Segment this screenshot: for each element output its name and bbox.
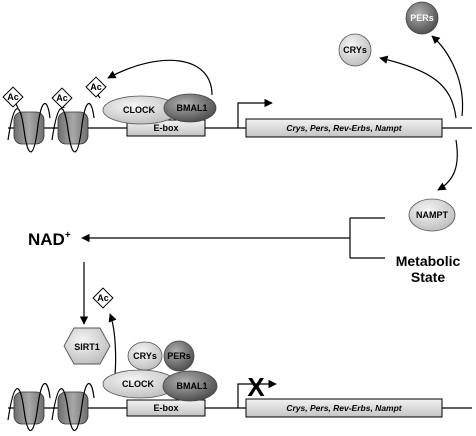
gene-box-top — [245, 118, 443, 138]
acetyl-tag-1: Ac — [2, 86, 24, 109]
block-x-mark: X — [247, 372, 265, 402]
bmal1-protein-top — [163, 93, 217, 123]
acetyl-label: Ac — [7, 92, 19, 102]
acetyl-tag-2: Ac — [51, 87, 73, 109]
metabolic-state-line1: Metabolic — [396, 253, 461, 269]
clock-label-bottom: CLOCK — [122, 379, 154, 389]
crys-protein-top — [338, 33, 372, 67]
acetyl-label: Ac — [90, 82, 102, 92]
arrow-to-nampt — [437, 139, 458, 191]
pers-protein-top — [405, 1, 439, 35]
ebox-bottom — [126, 399, 206, 417]
bottom-panel: Ac SIRT1 E-box CRYs PERs CLOCK BMAL1 X C… — [7, 287, 472, 432]
acetyl-tag-3: Ac — [85, 76, 107, 99]
clock-label-top: CLOCK — [123, 105, 155, 115]
nampt-label: NAMPT — [416, 210, 448, 220]
nucleosome-4 — [51, 382, 95, 432]
pers-protein-bottom — [163, 340, 195, 372]
ebox-label-top: E-box — [153, 123, 178, 133]
sirt1-label: SIRT1 — [74, 342, 100, 352]
acetylation-arrow — [107, 59, 213, 96]
transcription-start-arrow — [237, 98, 273, 128]
sirt1-protein — [63, 327, 111, 365]
acetyl-label: Ac — [56, 93, 68, 103]
pers-label-top: PERs — [410, 13, 434, 23]
crys-label-bottom: CRYs — [133, 351, 157, 361]
nampt-protein — [408, 198, 456, 232]
acetyl-label: Ac — [97, 293, 109, 303]
bmal1-protein-bottom — [162, 370, 218, 402]
nucleosome-2 — [51, 102, 95, 153]
nucleosome-1 — [7, 102, 51, 153]
ebox-label-bottom: E-box — [153, 403, 178, 413]
top-panel: Ac Ac Ac E-box CLOCK BMAL1 Crys, Pers, R… — [2, 1, 472, 232]
transcription-start-arrow-blocked — [237, 379, 277, 408]
arrow-to-crys — [379, 55, 457, 119]
crys-label-top: CRYs — [343, 45, 367, 55]
bmal1-label-top: BMAL1 — [177, 103, 208, 113]
arrow-to-pers — [431, 35, 464, 117]
nad-label: NAD+ — [28, 230, 71, 249]
nucleosome-3 — [7, 382, 51, 432]
gene-box-bottom — [245, 398, 443, 418]
bmal1-label-bottom: BMAL1 — [177, 381, 208, 391]
metabolic-state-line2: State — [411, 269, 445, 285]
middle-section: NAD+ Metabolic State — [28, 217, 461, 325]
pers-label-bottom: PERs — [167, 351, 191, 361]
gene-label-top: Crys, Pers, Rev-Erbs, Nampt — [286, 123, 402, 133]
acetyl-tag-released: Ac — [92, 287, 114, 309]
gene-label-bottom: Crys, Pers, Rev-Erbs, Nampt — [286, 403, 402, 413]
